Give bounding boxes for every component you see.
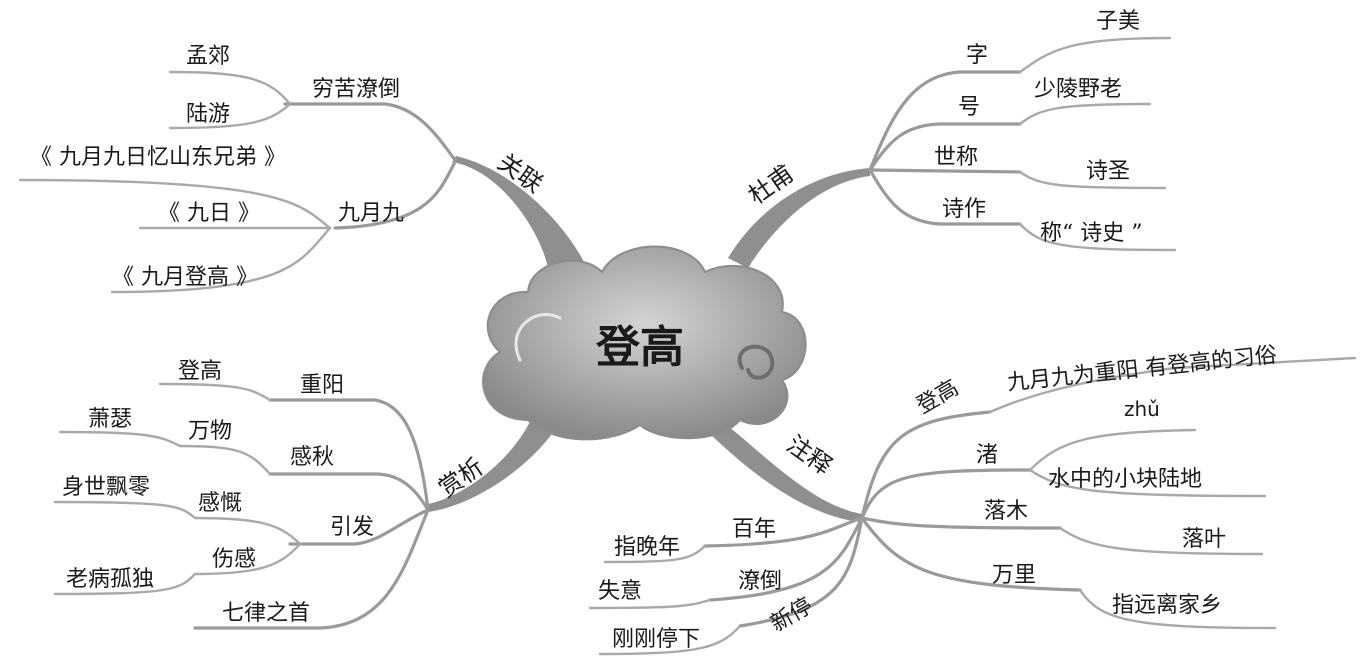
edge-dufu-zi (868, 70, 1022, 172)
edge-hao-value (1018, 102, 1152, 126)
node-ganqiu: 感秋 (290, 445, 334, 470)
node-luyou: 陆游 (186, 102, 230, 127)
node-zi: 字 (966, 43, 988, 68)
edge-bainian-value (603, 544, 707, 564)
node-wanwu: 万物 (188, 419, 232, 444)
node-zhu: 渚 (976, 443, 998, 468)
node-hao-value: 少陵野老 (1034, 77, 1122, 102)
edge-guanlian-qiongku (283, 102, 457, 162)
edge-zhu-pinyin (1028, 428, 1197, 472)
trunk-zhushi (706, 418, 862, 522)
node-xiaose: 萧瑟 (88, 407, 132, 432)
node-liaodao-value: 失意 (598, 579, 642, 604)
node-liaodao: 潦倒 (738, 569, 782, 594)
edge-zi-value (1018, 36, 1172, 74)
node-zhushi-denggao: 登高 (913, 376, 964, 420)
edge-qiongku-lu (168, 102, 292, 130)
edge-zhushi-zhu (860, 468, 1032, 520)
trunk-guanlian (452, 156, 584, 268)
edge-ganqiu-wanwu (178, 444, 272, 476)
edge-wanli-value (1078, 588, 1277, 630)
cloud-shape (482, 245, 807, 441)
edge-shangxi-ganqiu (268, 472, 430, 512)
node-zi-value: 子美 (1096, 9, 1140, 34)
node-hao: 号 (958, 95, 980, 120)
node-shizuo-value: 称“ 诗史 ” (1040, 221, 1142, 246)
node-gankai: 感慨 (198, 491, 242, 516)
edge-zhushi-bainian (703, 516, 864, 548)
edge-guanlian-jiuyuejiu (333, 160, 457, 230)
node-shanggan: 伤感 (212, 547, 256, 572)
edge-yinfa-gankai (193, 516, 302, 546)
node-poem-jiuyuedenggao: 《 九月登高 》 (112, 265, 258, 290)
node-xinting: 新停 (767, 594, 818, 638)
node-jiuyuejiu: 九月九 (338, 201, 404, 226)
node-shicheng-value: 诗圣 (1086, 159, 1130, 184)
node-bainian-value: 指晚年 (614, 535, 680, 560)
edge-chongyang-denggao (158, 382, 272, 402)
node-shenshi: 身世飘零 (62, 475, 150, 500)
edge-liaodao-value (588, 598, 712, 610)
node-yinfa: 引发 (330, 515, 374, 540)
edge-dufu-shizuo (868, 168, 1022, 226)
edge-dufu-shicheng (868, 168, 1022, 174)
node-poem-jiuri: 《 九日 》 (158, 201, 260, 226)
edge-luomu-value (1058, 526, 1264, 556)
edge-qiongku-meng (168, 70, 292, 106)
node-wanli-value: 指远离家乡 (1112, 593, 1222, 618)
edge-zhushi-luomu (860, 516, 1062, 530)
node-shizuo: 诗作 (942, 197, 986, 222)
edge-zhushi-wanli (860, 516, 1082, 592)
branch-zhushi-label: 注释 (782, 430, 837, 480)
edge-dufu-hao (868, 122, 1022, 172)
node-luomu-value: 落叶 (1182, 527, 1226, 552)
node-wanli: 万里 (992, 563, 1036, 588)
node-denggao-value: 九月九为重阳 有登高的习俗 (1006, 343, 1278, 396)
node-laobing: 老病孤独 (66, 567, 154, 592)
node-shicheng: 世称 (934, 145, 978, 170)
node-bainian: 百年 (732, 517, 776, 542)
edge-shanggan-laobing (53, 572, 197, 596)
edge-yinfa-shanggan (193, 542, 302, 576)
node-mengjiao: 孟郊 (186, 44, 230, 69)
trunk-shangxi (428, 410, 562, 512)
edge-wanwu-xiaose (58, 430, 182, 448)
node-qiongku: 穷苦潦倒 (312, 77, 400, 102)
edge-zhushi-liaodao (708, 516, 864, 602)
edge-zhu-value (1028, 468, 1267, 498)
node-chongyang-denggao: 登高 (178, 359, 222, 384)
node-poem-jiuyuejiuri: 《 九月九日忆山东兄弟 》 (30, 145, 286, 170)
center-title: 登高 (595, 322, 684, 373)
node-luomu: 落木 (984, 499, 1028, 524)
node-zhu-value: 水中的小块陆地 (1048, 467, 1202, 492)
edge-jiuyuejiu-poem1 (18, 178, 332, 230)
edge-gankai-shenshi (53, 500, 197, 520)
edge-shangxi-qilv (193, 508, 430, 630)
node-xinting-value: 刚刚停下 (612, 627, 700, 652)
edge-zhushi-denggao (860, 410, 992, 520)
edge-xinting-value (598, 624, 742, 656)
edge-denggao-value (988, 356, 1357, 414)
edge-shangxi-chongyang (268, 398, 430, 512)
edge-jiuyuejiu-poem3 (110, 226, 332, 294)
node-qilv: 七律之首 (222, 601, 310, 626)
edge-shicheng-value (1018, 170, 1167, 190)
edge-zhushi-xinting (738, 516, 864, 628)
edge-shizuo-value (1018, 222, 1177, 252)
node-chongyang: 重阳 (300, 373, 344, 398)
node-zhu-pinyin: zhǔ (1124, 397, 1160, 421)
trunk-dufu (728, 168, 870, 268)
edge-shangxi-yinfa (288, 508, 430, 546)
